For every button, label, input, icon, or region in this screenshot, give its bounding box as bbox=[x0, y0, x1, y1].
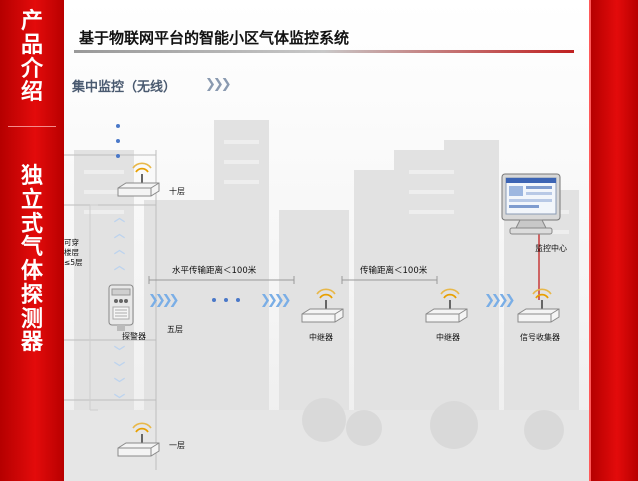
sidebar-divider bbox=[8, 126, 56, 127]
topic-label-text: 独立式气体探测器 bbox=[20, 164, 43, 356]
arrow-group-1: ❯❯❯❯ bbox=[148, 293, 180, 308]
relay-1-label: 中继器 bbox=[309, 333, 333, 342]
title-underline bbox=[74, 50, 574, 53]
monitor-center-label: 监控中心 bbox=[535, 244, 567, 253]
collector-icon bbox=[517, 288, 560, 323]
subtitle-chevron-icon: ❯❯❯ bbox=[205, 77, 232, 92]
section-label-text: 产品介绍 bbox=[20, 9, 43, 106]
left-sidebar: 产品介绍 独立式气体探测器 bbox=[0, 0, 64, 481]
city-background bbox=[64, 120, 591, 481]
monitor-icon bbox=[501, 173, 561, 235]
arrow-group-2: ❯❯❯❯ bbox=[260, 293, 292, 308]
horizontal-distance-label: 水平传输距离＜100米 bbox=[172, 266, 257, 276]
slide-subtitle: 集中监控（无线） bbox=[72, 80, 177, 95]
relay-2-icon bbox=[425, 288, 468, 323]
diagram-lines bbox=[64, 150, 540, 470]
collector-label: 信号收集器 bbox=[520, 333, 560, 342]
right-sidebar bbox=[589, 0, 638, 481]
relay-1-icon bbox=[301, 288, 344, 323]
bottom-floor-router-icon bbox=[117, 422, 160, 457]
topic-label: 独立式气体探测器 bbox=[0, 165, 64, 355]
detector-icon bbox=[108, 284, 134, 331]
relay-distance-label: 传输距离＜100米 bbox=[360, 266, 428, 276]
top-floor-router-icon bbox=[117, 162, 160, 197]
section-label: 产品介绍 bbox=[0, 10, 64, 105]
detector-label: 探警器 bbox=[122, 332, 146, 341]
content-area: 基于物联网平台的智能小区气体监控系统 集中监控（无线） ❯❯❯ bbox=[64, 0, 591, 481]
top-floor-label: 十层 bbox=[169, 187, 185, 196]
relay-2-label: 中继器 bbox=[436, 333, 460, 342]
bottom-floor-label: 一层 bbox=[169, 441, 185, 450]
slide-title: 基于物联网平台的智能小区气体监控系统 bbox=[79, 29, 350, 47]
middle-floor-label: 五层 bbox=[167, 325, 183, 334]
arrow-group-3: ❯❯❯❯ bbox=[484, 293, 516, 308]
range-note: 可穿 楼层 ≤5层 bbox=[64, 238, 83, 268]
